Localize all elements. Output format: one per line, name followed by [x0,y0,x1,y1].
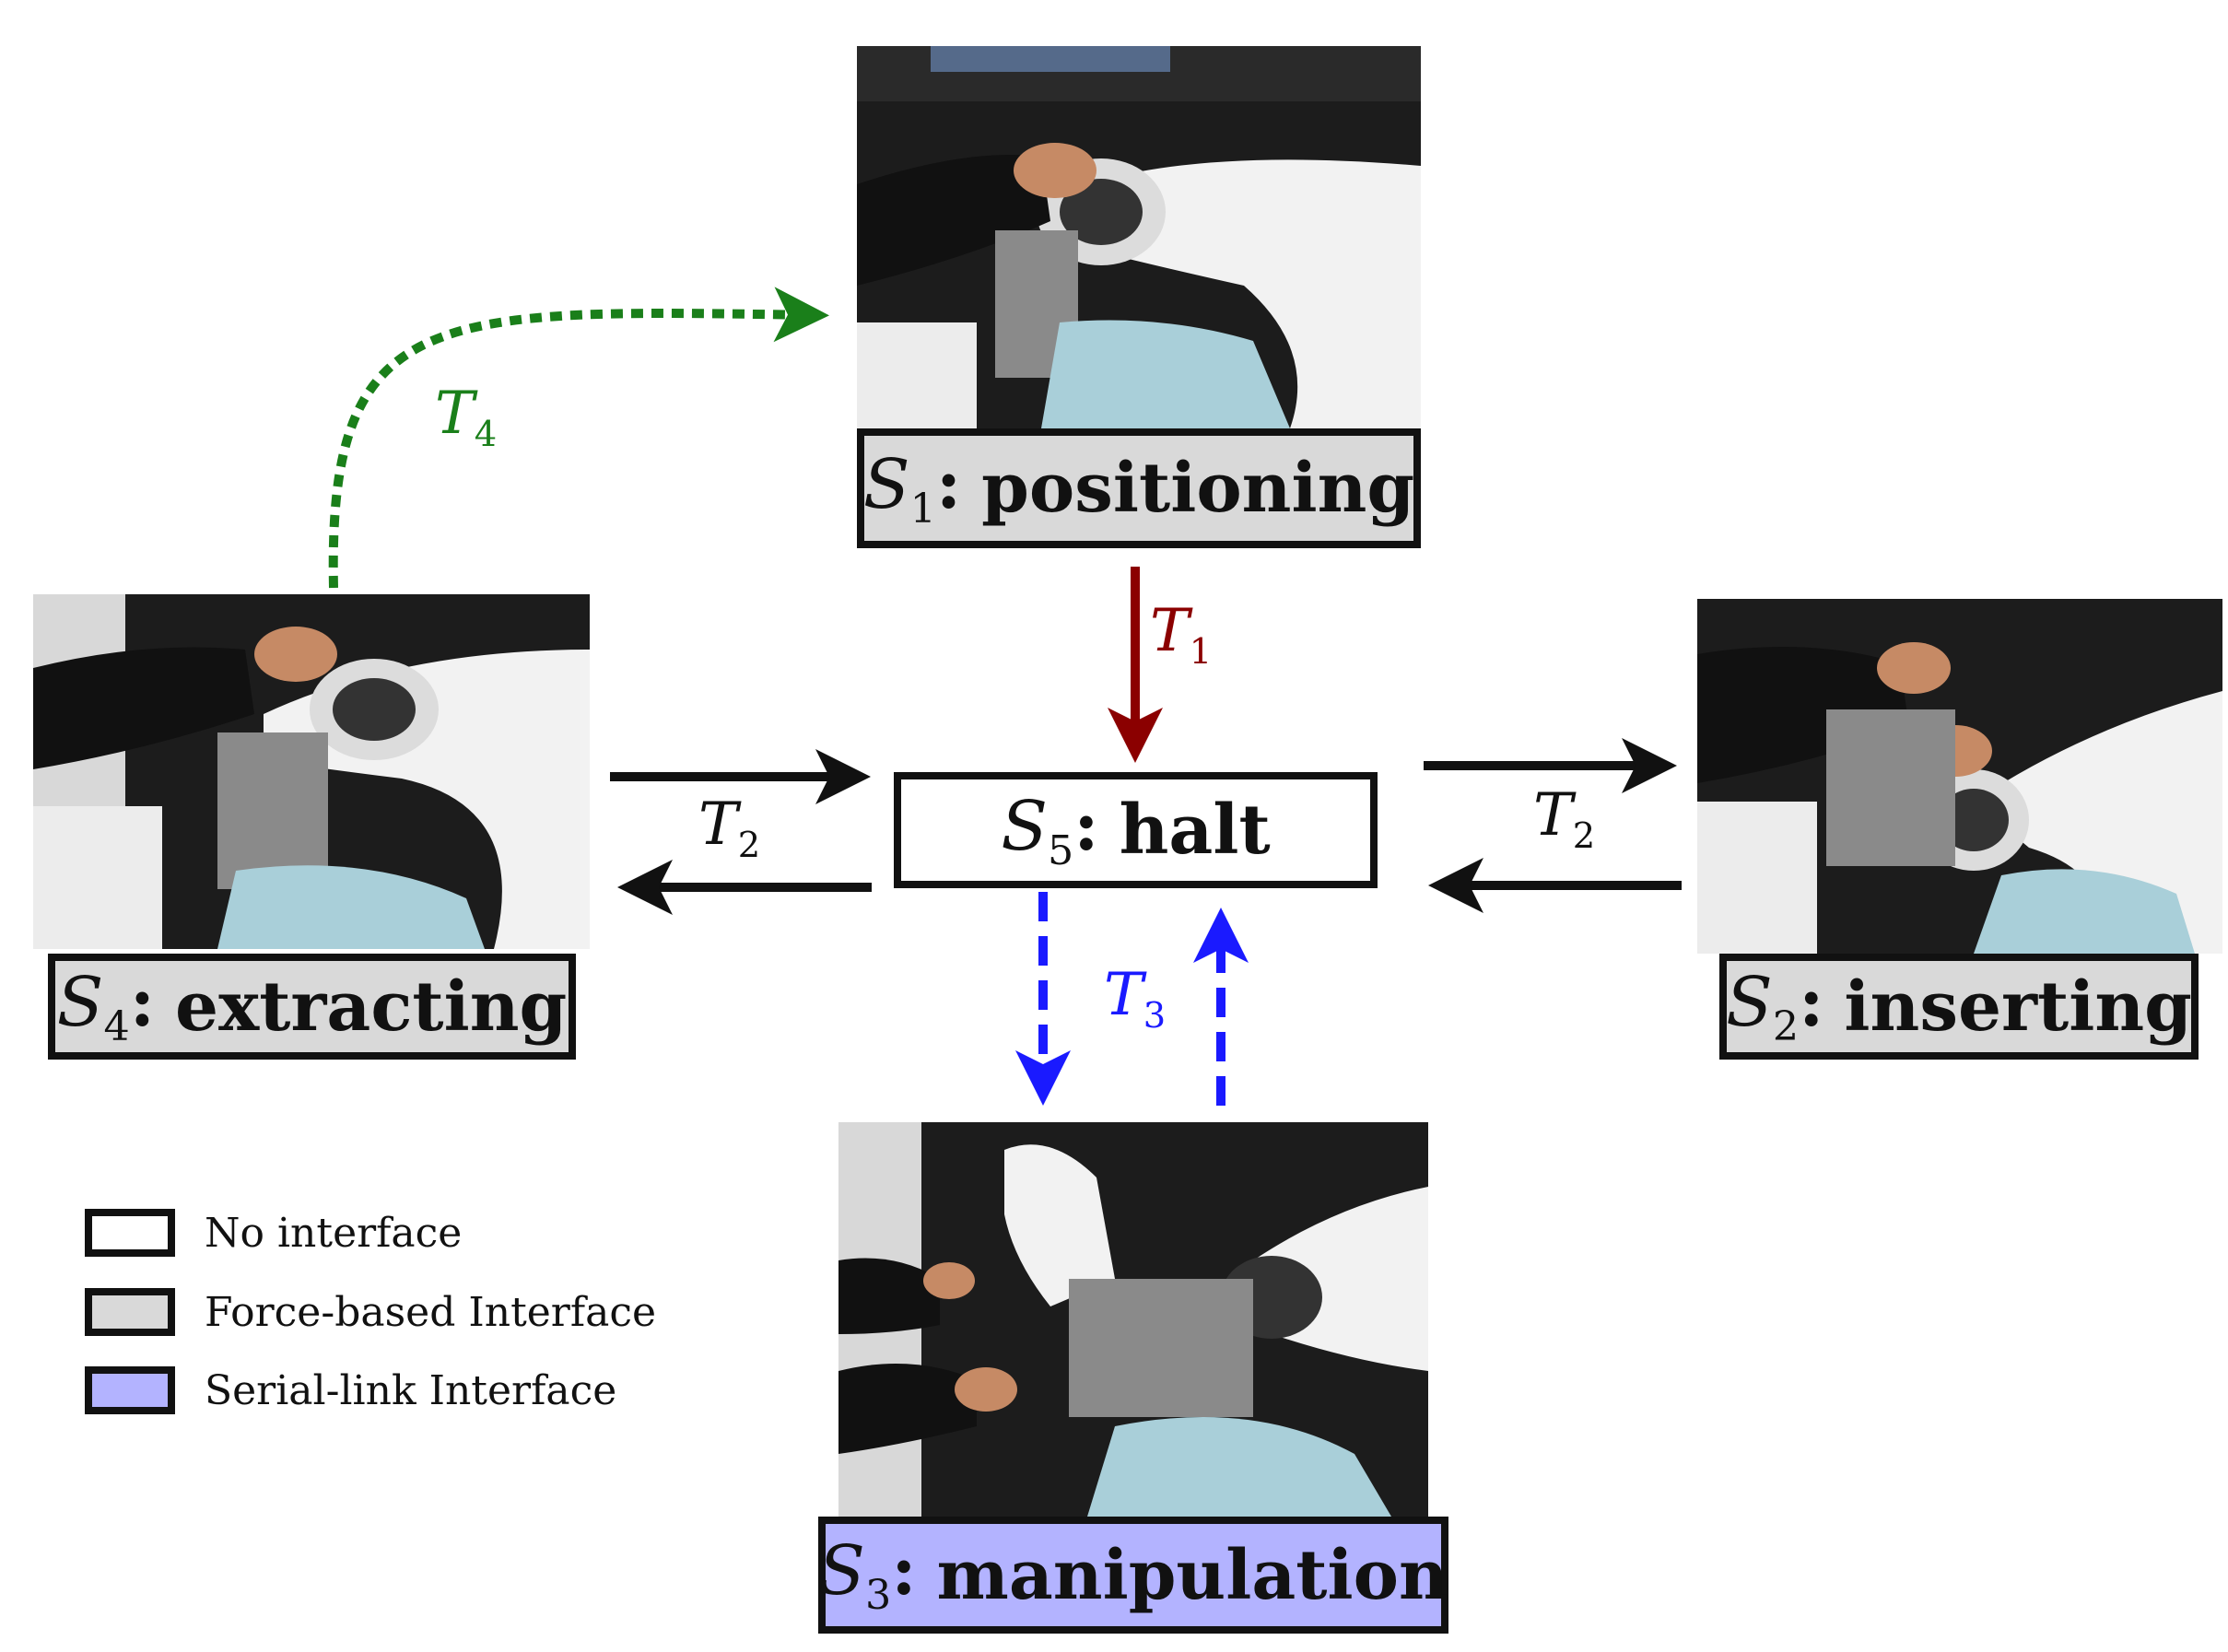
legend-swatch-serial-link [85,1366,175,1414]
state-inserting-box: S2: inserting [1719,954,2199,1060]
state-halt-symbol: S5: [1001,786,1099,874]
state-positioning-label: positioning [981,449,1415,528]
state-positioning-symbol: S1: [862,444,962,533]
photo-positioning [857,46,1421,428]
state-extracting-label: extracting [175,967,568,1047]
legend-serial-link: Serial-link Interface [85,1366,616,1414]
t4-arrow [328,287,829,589]
state-positioning-box: S1: positioning [857,428,1421,548]
legend-no-interface: No interface [85,1209,462,1257]
state-extracting-symbol: S4: [56,963,156,1050]
state-inserting-label: inserting [1844,967,2192,1047]
photo-extracting [33,594,590,949]
legend-swatch-no-interface [85,1209,175,1257]
t1-label: T1 [1150,597,1213,673]
legend-swatch-force-based [85,1288,175,1336]
state-halt-box: S5: halt [894,772,1378,888]
state-inserting-symbol: S2: [1726,963,1824,1050]
state-halt-label: halt [1119,791,1271,870]
legend-label-no-interface: No interface [205,1209,463,1257]
legend-label-force-based: Force-based Interface [205,1288,657,1336]
t2-label-left: T2 [698,791,761,866]
state-manipulation-box: S3: manipulation [818,1517,1448,1634]
t4-label: T4 [435,380,498,455]
legend-force-based: Force-based Interface [85,1288,656,1336]
t2-label-right: T2 [1533,781,1596,857]
legend-label-serial-link: Serial-link Interface [205,1366,617,1414]
state-manipulation-label: manipulation [936,1535,1448,1615]
photo-inserting [1697,599,2222,954]
state-manipulation-symbol: S3: [818,1531,917,1619]
photo-manipulation [838,1122,1428,1517]
state-extracting-box: S4: extracting [48,954,576,1060]
t3-label: T3 [1104,961,1167,1037]
